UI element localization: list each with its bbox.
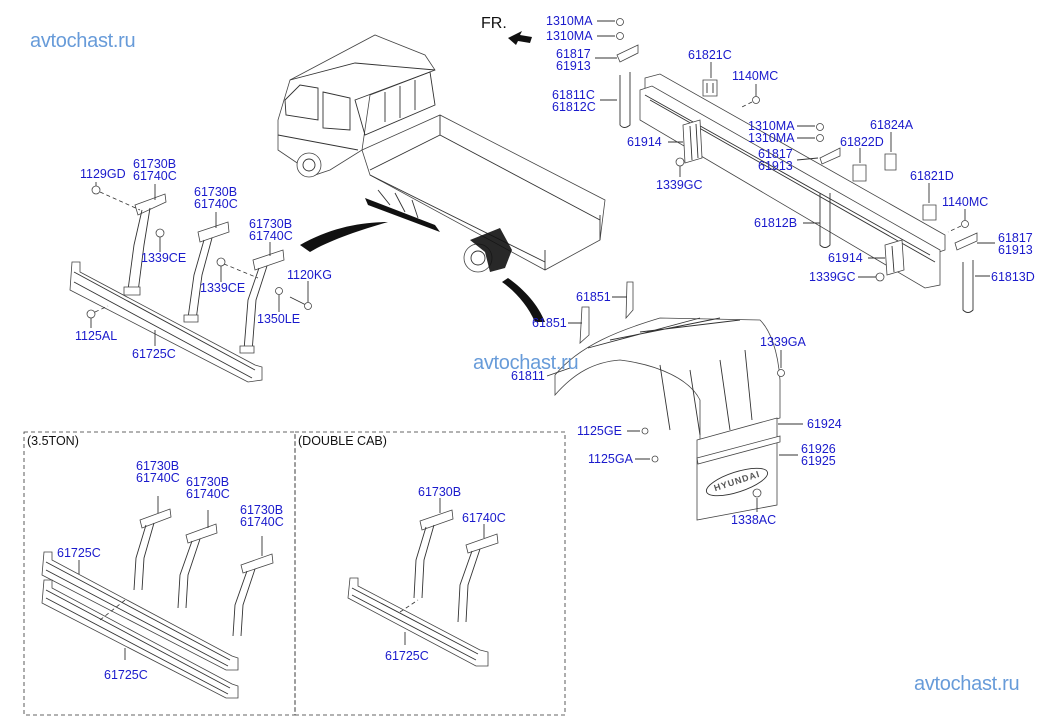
- part-label-1140MC[interactable]: 1140MC: [942, 195, 989, 209]
- part-label-1129GD[interactable]: 1129GD: [80, 167, 126, 181]
- part-label-61740C[interactable]: 61740C: [194, 197, 238, 211]
- box-double-cab-border: [294, 431, 566, 716]
- part-label-61725C[interactable]: 61725C: [104, 668, 148, 682]
- part-label-1339GA[interactable]: 1339GA: [760, 335, 806, 349]
- part-label-61730B[interactable]: 61730B: [186, 475, 230, 489]
- part-label-61812B[interactable]: 61812B: [754, 216, 798, 230]
- fender-assembly: [546, 281, 803, 521]
- box-35ton-artwork: [41, 496, 274, 699]
- part-label-61812C[interactable]: 61812C: [552, 100, 596, 114]
- part-label-1310MA[interactable]: 1310MA: [546, 29, 593, 43]
- part-label-61730B[interactable]: 61730B: [418, 485, 462, 499]
- direction-marker: FR.: [481, 15, 507, 32]
- part-label-61730B[interactable]: 61730B: [136, 459, 180, 473]
- part-label-61913[interactable]: 61913: [556, 59, 591, 73]
- part-label-61730B[interactable]: 61730B: [249, 217, 293, 231]
- part-label-61914[interactable]: 61914: [627, 135, 662, 149]
- part-label-61730B[interactable]: 61730B: [133, 157, 177, 171]
- watermark-top-left: avtochast.ru: [30, 30, 136, 52]
- part-label-1350LE[interactable]: 1350LE: [257, 312, 301, 326]
- part-label-61811C[interactable]: 61811C: [552, 88, 595, 102]
- part-label-61725C[interactable]: 61725C: [57, 546, 101, 560]
- frame-assembly: [595, 18, 995, 313]
- part-label-1339GC[interactable]: 1339GC: [809, 270, 856, 284]
- part-label-61811[interactable]: 61811: [511, 369, 545, 383]
- part-label-61913[interactable]: 61913: [758, 159, 793, 173]
- part-label-61822D[interactable]: 61822D: [840, 135, 884, 149]
- part-label-1140MC[interactable]: 1140MC: [732, 69, 779, 83]
- part-label-61817[interactable]: 61817: [556, 47, 591, 61]
- part-label-61914[interactable]: 61914: [828, 251, 863, 265]
- part-label-61730B[interactable]: 61730B: [240, 503, 284, 517]
- part-label-61740C[interactable]: 61740C: [249, 229, 293, 243]
- part-label-1339GC[interactable]: 1339GC: [656, 178, 703, 192]
- part-label-61740C[interactable]: 61740C: [186, 487, 230, 501]
- part-label-61926[interactable]: 61926: [801, 442, 836, 456]
- part-label-61730B[interactable]: 61730B: [194, 185, 238, 199]
- watermark-bottom-right: avtochast.ru: [914, 673, 1020, 695]
- part-label-61740C[interactable]: 61740C: [240, 515, 284, 529]
- part-label-61821D[interactable]: 61821D: [910, 169, 954, 183]
- part-label-61817[interactable]: 61817: [998, 231, 1033, 245]
- part-label-61924[interactable]: 61924: [807, 417, 842, 431]
- box-double-cab-artwork: [347, 498, 499, 667]
- part-label-1125AL[interactable]: 1125AL: [75, 329, 118, 343]
- part-label-61740C[interactable]: 61740C: [136, 471, 180, 485]
- part-label-61925[interactable]: 61925: [801, 454, 836, 468]
- part-label-61913[interactable]: 61913: [998, 243, 1033, 257]
- part-label-61824A[interactable]: 61824A: [870, 118, 914, 132]
- part-label-1339CE[interactable]: 1339CE: [141, 251, 187, 265]
- part-label-61851[interactable]: 61851: [576, 290, 611, 304]
- part-label-1310MA[interactable]: 1310MA: [546, 14, 593, 28]
- box-35ton-border: [23, 431, 296, 716]
- part-label-1310MA[interactable]: 1310MA: [748, 119, 795, 133]
- part-label-61817[interactable]: 61817: [758, 147, 793, 161]
- part-label-1125GE[interactable]: 1125GE: [577, 424, 622, 438]
- part-label-61813D[interactable]: 61813D: [991, 270, 1035, 284]
- part-label-61725C[interactable]: 61725C: [132, 347, 176, 361]
- part-label-1310MA[interactable]: 1310MA: [748, 131, 795, 145]
- part-label-1339CE[interactable]: 1339CE: [200, 281, 246, 295]
- watermark-center: avtochast.ru: [473, 352, 579, 374]
- part-label-1125GA[interactable]: 1125GA: [588, 452, 633, 466]
- box-title-double-cab: (DOUBLE CAB): [298, 434, 387, 448]
- part-label-61740C[interactable]: 61740C: [462, 511, 506, 525]
- part-label-61821C[interactable]: 61821C: [688, 48, 732, 62]
- step-assembly: [69, 182, 312, 383]
- front-arrow-icon: [508, 31, 532, 45]
- part-label-61740C[interactable]: 61740C: [133, 169, 177, 183]
- part-label-1338AC[interactable]: 1338AC: [731, 513, 777, 527]
- truck-illustration: [277, 34, 606, 322]
- part-label-61725C[interactable]: 61725C: [385, 649, 429, 663]
- part-label-1120KG[interactable]: 1120KG: [287, 268, 332, 282]
- box-title-35ton: (3.5TON): [27, 434, 79, 448]
- part-label-61851[interactable]: 61851: [532, 316, 567, 330]
